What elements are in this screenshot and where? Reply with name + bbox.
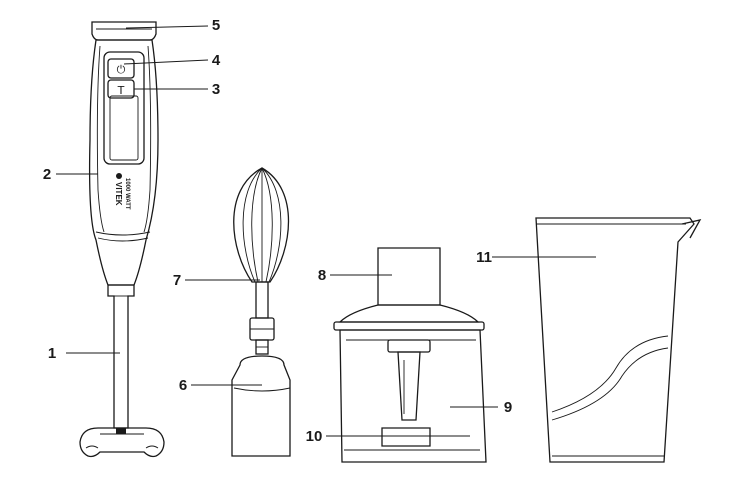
callout-8: 8 xyxy=(318,267,326,284)
motor-body xyxy=(88,39,159,286)
callout-labels: 1 2 3 4 5 6 7 8 9 10 11 xyxy=(43,17,512,445)
blender-foot xyxy=(79,427,165,458)
brand-label: VITEK xyxy=(114,182,123,206)
turbo-icon: T xyxy=(117,84,125,97)
callout-4: 4 xyxy=(212,52,221,69)
turbo-button: T xyxy=(107,79,135,99)
button-panel xyxy=(103,51,145,165)
leader-4 xyxy=(123,59,209,65)
callout-9: 9 xyxy=(504,399,512,416)
callout-3: 3 xyxy=(212,81,220,98)
callout-1: 1 xyxy=(48,345,56,362)
power-rating-label: 1000 WATT xyxy=(124,178,130,210)
hand-blender: ⏻ T VITEK 1000 WATT xyxy=(79,21,165,458)
power-button: ⏻ xyxy=(107,58,135,79)
whisk-gearbox xyxy=(231,355,291,457)
blender-shaft xyxy=(107,284,135,429)
measuring-beaker xyxy=(535,217,702,463)
leader-lines xyxy=(56,25,596,437)
callout-2: 2 xyxy=(43,166,51,183)
callout-7: 7 xyxy=(173,272,181,289)
whisk-attachment xyxy=(233,167,290,355)
leader-5 xyxy=(125,25,209,29)
brand-logo-icon xyxy=(116,173,122,179)
top-cap xyxy=(91,21,157,41)
callout-11: 11 xyxy=(476,249,492,266)
chopper-attachment xyxy=(333,247,487,463)
callout-6: 6 xyxy=(179,377,187,394)
callout-5: 5 xyxy=(212,17,220,34)
callout-10: 10 xyxy=(306,428,323,445)
power-icon: ⏻ xyxy=(117,63,126,76)
